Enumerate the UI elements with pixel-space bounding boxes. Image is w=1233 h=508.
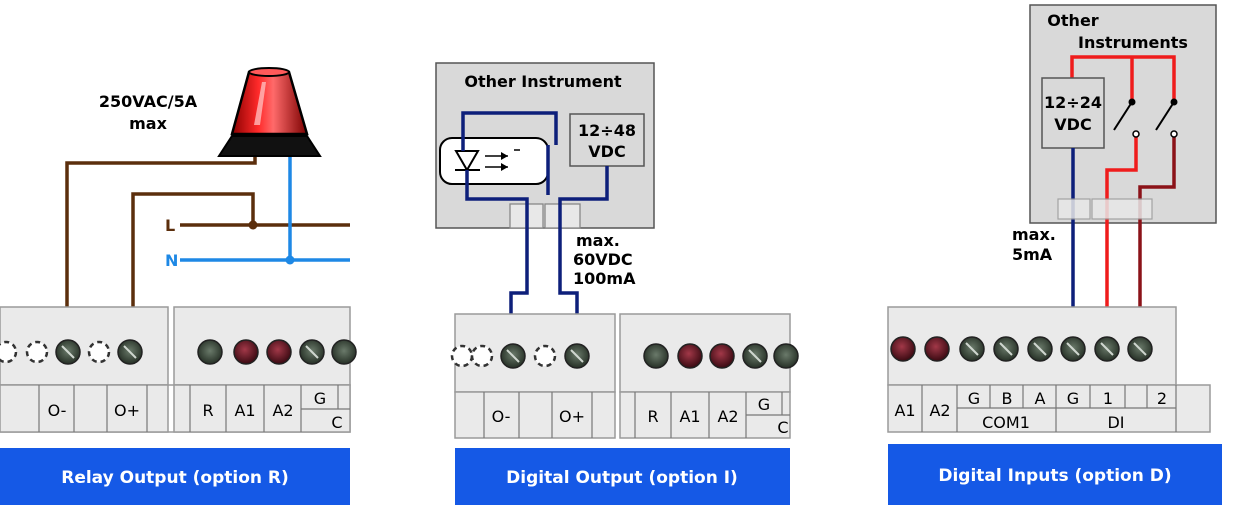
di-label-2: 2 [1157,389,1167,408]
di-status-led [890,336,950,362]
do-supply-box [569,113,645,167]
relay-line-L-label: L [165,216,175,235]
di-label-a: A [1035,389,1046,408]
di-connector [1057,198,1153,220]
other-instruments-line1: Other [1047,11,1098,30]
relay-junction-N [285,255,295,265]
other-instrument-label: Other Instrument [464,72,622,91]
di-label-g2: G [1067,389,1079,408]
di-limit-line1: max. [1012,225,1056,244]
do-connector [509,203,581,229]
relay-wire-line [131,192,255,307]
do-label-o-plus: O+ [559,407,585,426]
do-supply-line1: 12÷48 [578,121,636,140]
relay-wires [65,150,350,307]
relay-rating-line1: 250VAC/5A [99,92,198,111]
do-label-g: G [758,395,770,414]
relay-line-N-label: N [165,251,178,270]
warning-lamp-icon [217,67,322,157]
digital-output-panel: Other Instrument 12÷48 VDC max [435,62,799,505]
di-group-di: DI [1107,413,1124,432]
do-label-a1: A1 [679,407,700,426]
di-label-a1: A1 [894,401,915,420]
do-status-led [643,343,799,369]
relay-output-panel: 250VAC/5A max L N [0,67,357,505]
do-limit-line2: 60VDC [573,250,633,269]
di-label-g: G [968,389,980,408]
do-empty-terminal [450,344,557,368]
relay-label-o-minus: O- [48,401,67,420]
relay-label-a1: A1 [234,401,255,420]
optocoupler-icon [439,137,549,185]
di-caption: Digital Inputs (option D) [938,466,1171,486]
di-label-b: B [1002,389,1013,408]
di-red-wires [1070,55,1176,307]
do-label-r: R [647,407,658,426]
di-caption-bar [888,444,1222,505]
relay-label-a2: A2 [272,401,293,420]
relay-rating-line2: max [129,114,167,133]
relay-terminal-block: O- O+ R A1 A2 G C [0,306,357,433]
do-terminal-block: O- O+ R A1 A2 G C [450,313,799,439]
di-limit-line2: 5mA [1012,245,1053,264]
di-group-com1: COM1 [982,413,1030,432]
relay-wire-lamp [65,150,257,307]
other-instruments-line2: Instruments [1078,33,1188,52]
relay-junction-L [248,220,258,230]
di-label-a2: A2 [929,401,950,420]
do-supply-line2: VDC [588,142,625,161]
do-screw-terminal [500,343,590,369]
di-screw-terminal [959,336,1153,362]
relay-label-g: G [314,389,326,408]
relay-label-r: R [202,401,213,420]
di-darkred-wires [1138,136,1176,307]
relay-caption-bar [0,448,350,505]
do-label-a2: A2 [717,407,738,426]
do-caption: Digital Output (option I) [506,468,738,488]
do-limit-line3: 100mA [573,269,636,288]
relay-caption: Relay Output (option R) [61,468,289,488]
digital-inputs-panel: Other Instruments 12÷24 VDC [887,4,1222,505]
do-wires [461,111,609,314]
do-label-o-minus: O- [492,407,511,426]
relay-label-o-plus: O+ [114,401,140,420]
di-supply-line2: VDC [1054,115,1091,134]
do-caption-bar [455,448,790,505]
relay-screw-terminal [55,339,143,365]
relay-status-led [197,339,357,365]
relay-label-c: C [331,413,342,432]
di-terminal-block: A1 A2 G B A G 1 2 COM1 DI [887,306,1211,433]
switch-icon [1113,98,1178,138]
relay-empty-terminal [0,340,111,364]
di-supply-box [1041,77,1105,149]
di-label-1: 1 [1103,389,1113,408]
do-limit-line1: max. [576,231,620,250]
di-supply-line1: 12÷24 [1044,93,1102,112]
do-label-c: C [777,418,788,437]
